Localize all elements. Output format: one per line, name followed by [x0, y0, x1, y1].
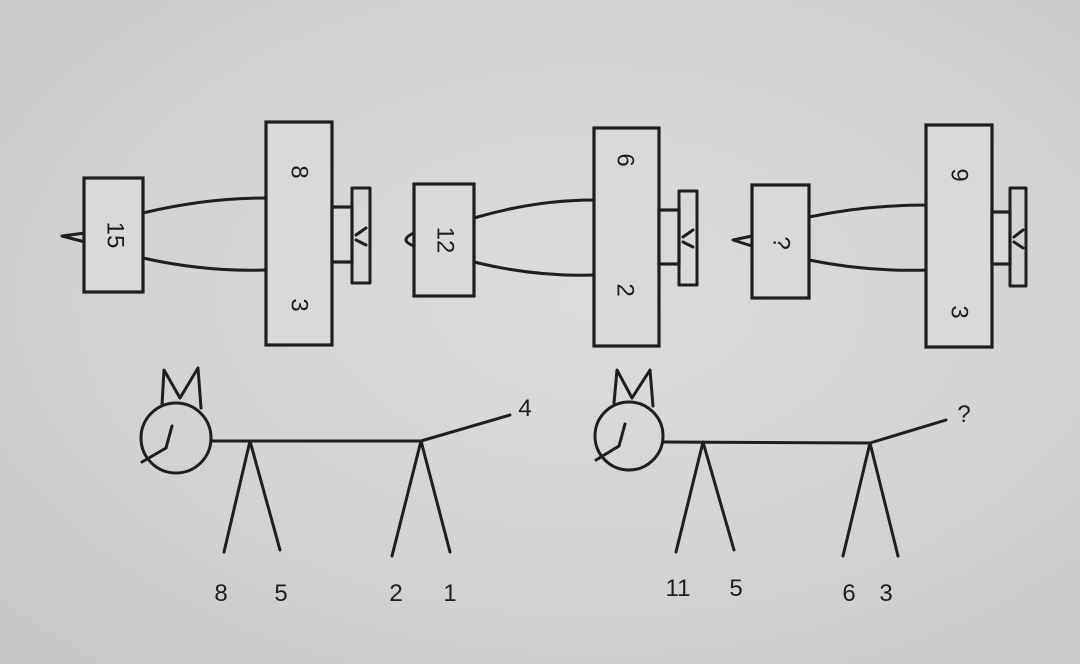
front-right-leg-number: 5 [274, 580, 287, 607]
ears [160, 366, 203, 410]
back-left-leg-number: 6 [842, 580, 855, 607]
big-box-top-number: 9 [946, 168, 973, 181]
pointer-tip [731, 234, 754, 248]
front-left-leg-number: 11 [666, 575, 691, 602]
big-box-bottom-number: 2 [612, 283, 639, 296]
animal-2: ? 11 5 6 3 [593, 368, 971, 607]
head [139, 401, 213, 475]
connector-bottom [141, 256, 268, 272]
tail [868, 418, 948, 445]
end-cap [677, 189, 699, 287]
tail-number: 4 [518, 395, 531, 422]
connector-top [807, 203, 930, 219]
hub [330, 205, 354, 264]
front-legs [222, 439, 282, 554]
ears [612, 368, 655, 408]
front-right-leg-number: 5 [729, 575, 742, 602]
big-box [264, 120, 334, 347]
tail [419, 413, 512, 443]
front-left-leg-number: 8 [214, 580, 227, 607]
connector-bottom [807, 258, 930, 272]
body-line [661, 440, 872, 445]
small-box-number: 12 [432, 227, 459, 254]
back-right-leg-number: 1 [443, 580, 456, 607]
pointer-tip [60, 231, 87, 244]
big-box-bottom-number: 3 [946, 305, 973, 318]
connector-top [472, 198, 596, 220]
face-mark [140, 424, 174, 464]
end-cap [1008, 186, 1028, 288]
animal-1: 4 8 5 2 1 [139, 366, 532, 607]
back-legs [390, 439, 452, 558]
back-left-leg-number: 2 [389, 580, 402, 607]
back-legs [841, 441, 900, 558]
dumbbell-1: 15 8 3 [60, 120, 372, 347]
big-box-bottom-number: 3 [286, 298, 313, 311]
hub [990, 210, 1012, 266]
small-box-number: ? [768, 236, 795, 249]
connector-bottom [472, 260, 596, 277]
head [593, 400, 665, 472]
small-box [750, 183, 811, 300]
front-legs [674, 440, 736, 554]
small-box [412, 182, 476, 298]
small-box [82, 176, 145, 294]
dumbbell-3: ? 9 3 [731, 123, 1028, 349]
dumbbell-2: 12 6 2 [404, 126, 699, 348]
small-box-number: 15 [102, 222, 129, 249]
big-box-top-number: 6 [612, 153, 639, 166]
end-cap [350, 186, 372, 285]
pointer-tip [404, 231, 416, 248]
face-mark [594, 422, 627, 462]
hub [657, 208, 681, 266]
big-box-top-number: 8 [286, 165, 313, 178]
tail-number: ? [957, 401, 970, 428]
back-right-leg-number: 3 [879, 580, 892, 607]
connector-top [141, 196, 268, 215]
